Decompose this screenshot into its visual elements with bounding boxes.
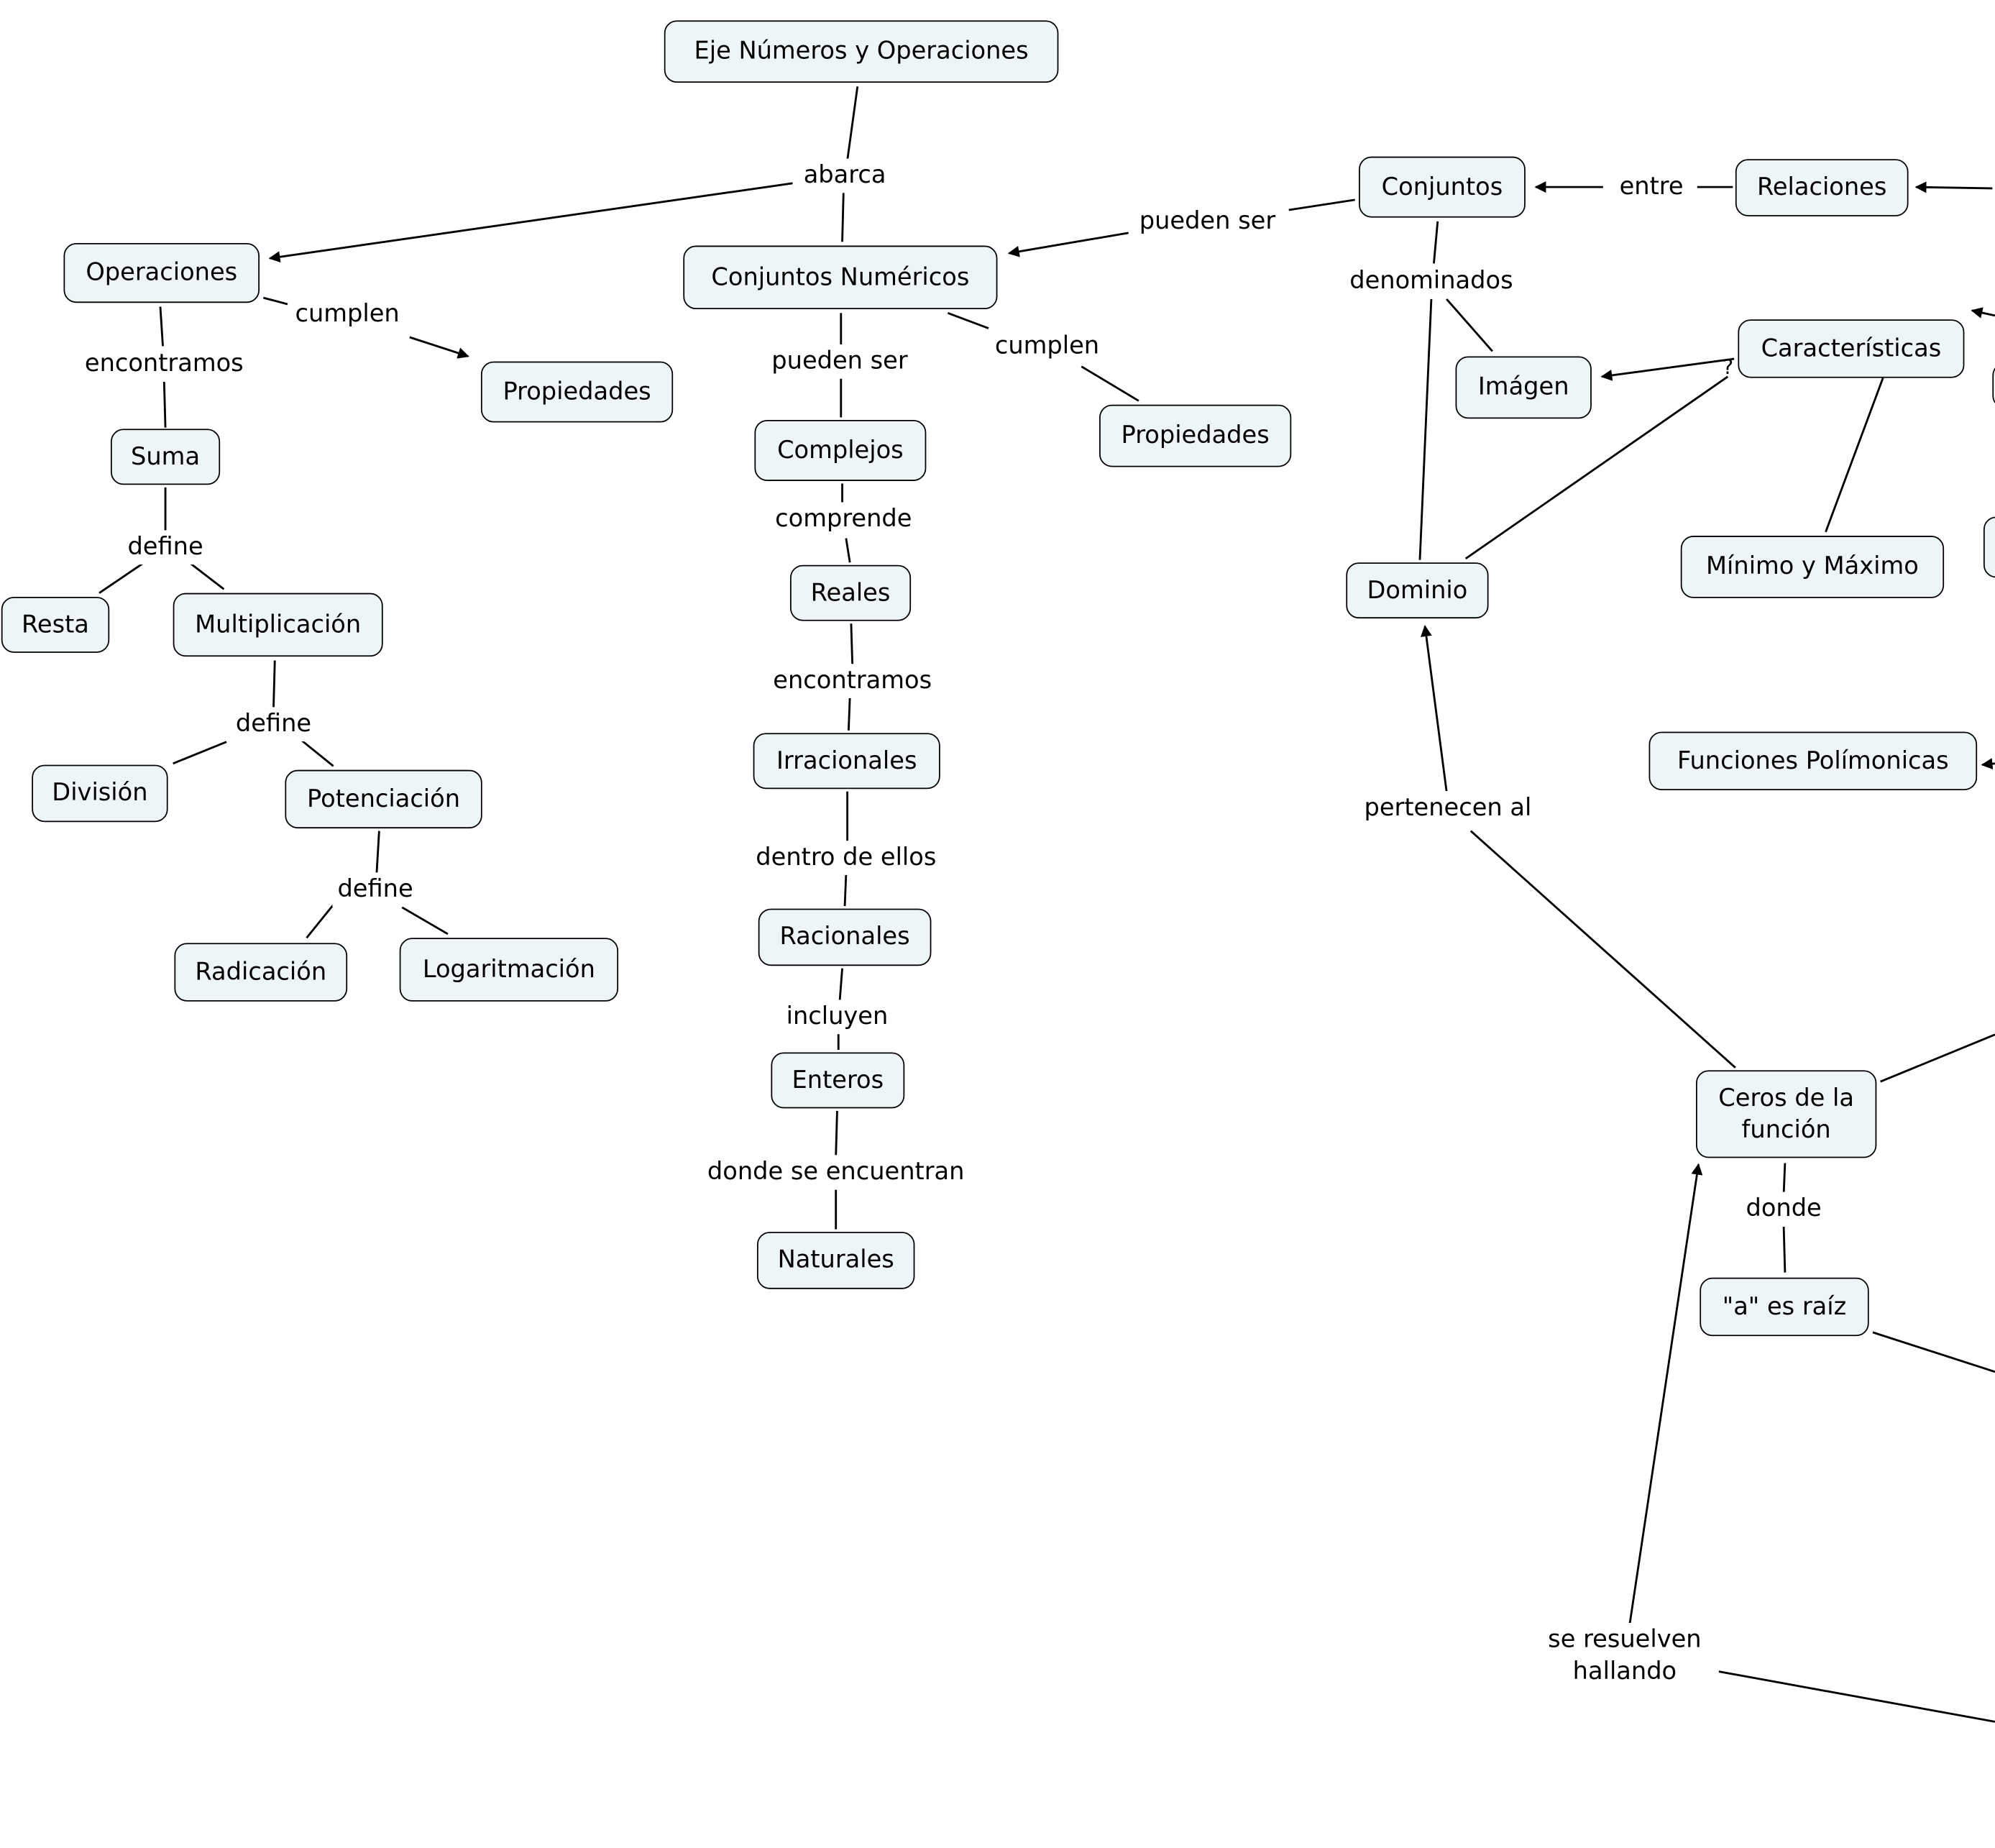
link-label-cumplen-numericos: cumplen [989, 329, 1105, 363]
concept-imagen[interactable]: Imágen [1455, 356, 1592, 419]
concept-enteros[interactable]: Enteros [771, 1052, 905, 1109]
concept-racionales[interactable]: Racionales [758, 908, 932, 966]
concept-eje-numeros[interactable]: Eje Números y Operaciones [664, 20, 1059, 83]
link-label-define-potenciacion: define [332, 872, 418, 907]
concept-resta[interactable]: Resta [1, 596, 110, 653]
link-label-pertenecen-al: pertenecen al [1359, 791, 1537, 825]
concept-irracionales[interactable]: Irracionales [753, 733, 940, 790]
concept-potenciacion[interactable]: Potenciación [285, 769, 482, 829]
concept-division[interactable]: División [32, 764, 168, 823]
link-label-incluyen: incluyen [781, 1000, 894, 1034]
link-label-donde-se-encuentran: donde se encuentran [702, 1155, 970, 1189]
concept-conjuntos[interactable]: Conjuntos [1359, 156, 1526, 218]
concept-caracteristicas[interactable]: Características [1738, 319, 1965, 378]
link-label-encontramos-operaciones: encontramos [79, 347, 249, 381]
question-mark: ? [1723, 354, 1734, 380]
link-label-pueden-ser-numericos: pueden ser [766, 344, 913, 379]
link-label-comprende: comprende [770, 502, 917, 536]
concept-propiedades-operaciones[interactable]: Propiedades [480, 361, 674, 423]
link-label-abarca: abarca [798, 158, 891, 193]
concept-dominio[interactable]: Dominio [1346, 562, 1489, 619]
link-label-encontramos-reales: encontramos [768, 664, 937, 698]
concept-offscreen-2[interactable] [1983, 516, 1995, 578]
link-label-define-multiplicacion: define [230, 707, 317, 741]
link-label-define-suma: define [122, 530, 208, 564]
concept-suma[interactable]: Suma [110, 429, 221, 485]
link-label-pueden-ser-conjuntos: pueden ser [1134, 204, 1281, 239]
concept-relaciones[interactable]: Relaciones [1735, 159, 1909, 216]
concept-logaritmacion[interactable]: Logaritmación [399, 938, 619, 1002]
concept-conjuntos-numericos[interactable]: Conjuntos Numéricos [683, 245, 998, 310]
concept-propiedades-conjuntos[interactable]: Propiedades [1099, 404, 1292, 467]
link-label-donde: donde [1741, 1191, 1827, 1226]
link-label-se-resuelven-hallando: se resuelven hallando [1530, 1622, 1719, 1688]
concept-reales[interactable]: Reales [789, 564, 912, 621]
link-label-dentro-de-ellos: dentro de ellos [751, 841, 942, 875]
concept-minimo-maximo[interactable]: Mínimo y Máximo [1680, 536, 1945, 598]
concept-funciones-polimonicas[interactable]: Funciones Polímonicas [1648, 731, 1978, 790]
link-label-denominados: denominados [1344, 264, 1518, 298]
concept-naturales[interactable]: Naturales [756, 1232, 915, 1289]
concept-operaciones[interactable]: Operaciones [63, 243, 260, 303]
link-label-entre: entre [1614, 170, 1689, 204]
concept-complejos[interactable]: Complejos [754, 420, 927, 481]
concept-a-es-raiz[interactable]: "a" es raíz [1700, 1277, 1869, 1337]
concept-multiplicacion[interactable]: Multiplicación [173, 593, 383, 657]
concept-ceros-funcion[interactable]: Ceros de la función [1696, 1070, 1877, 1158]
concept-radicacion[interactable]: Radicación [174, 943, 348, 1002]
link-label-cumplen-operaciones: cumplen [290, 297, 405, 331]
